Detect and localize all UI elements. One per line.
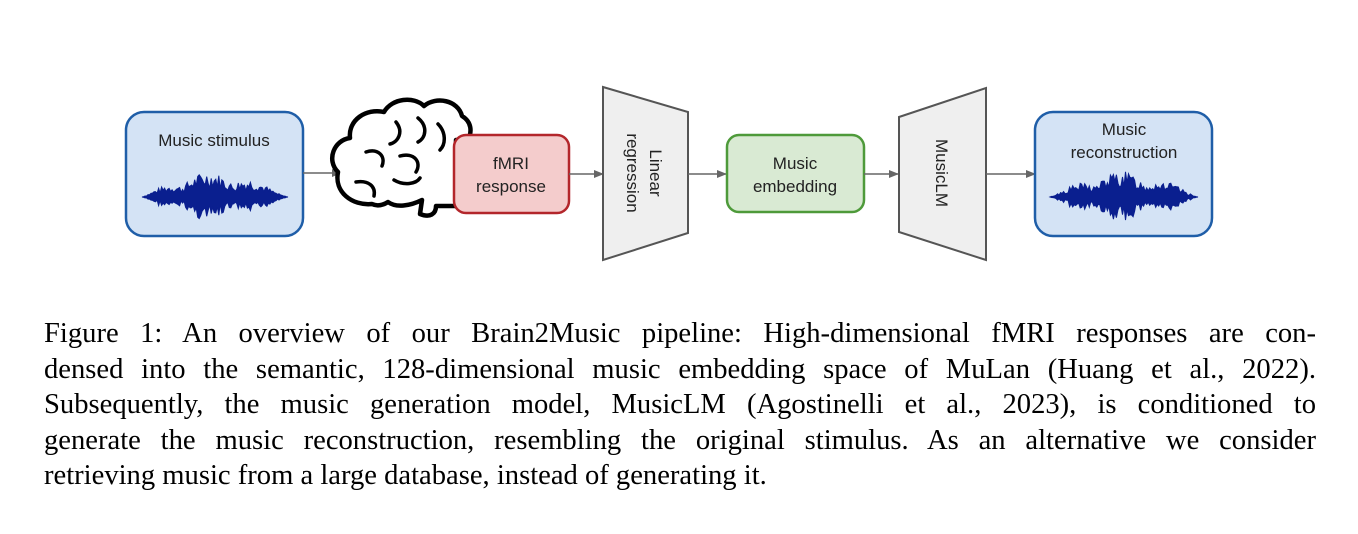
figure-caption: Figure 1: An overview of our Brain2Music… [44,316,1316,494]
fmri-response-box [452,133,571,215]
music-embedding-node: Music embedding [725,133,866,214]
caption-line: densed into the semantic, 128-dimensiona… [44,353,1316,385]
fmri-response-label-line1: fMRI [493,154,529,173]
waveform-icon [1048,171,1199,221]
musiclm-node: MusicLM [898,86,987,262]
waveform-icon [141,173,289,220]
caption-line: generate the music reconstruction, resem… [44,424,1316,456]
musiclm-label: MusicLM [932,139,951,207]
caption-line: retrieving music from a large database, … [44,460,767,491]
musiclm-trapezoid [898,86,987,262]
music-stimulus-label: Music stimulus [158,131,269,150]
music-embedding-label-line2: embedding [753,177,837,196]
caption-line: Subsequently, the music generation model… [44,389,1316,420]
music-reconstruction-label-line1: Music [1102,120,1147,139]
music-reconstruction-node: Music reconstruction [1033,110,1214,238]
fmri-response-label-line2: response [476,177,546,196]
linear-regression-node: Linear regression [602,85,689,262]
fmri-response-node: fMRI response [452,133,571,215]
linear-regression-label-line1: Linear [646,149,665,197]
brain-icon [330,97,473,218]
music-embedding-box [725,133,866,214]
music-reconstruction-label-line2: reconstruction [1071,143,1178,162]
caption-line: Figure 1: An overview of our Brain2Music… [44,318,1316,349]
music-embedding-label-line1: Music [773,154,818,173]
pipeline-diagram: Music stimulus fMRI response Linear regr… [124,85,1214,262]
linear-regression-trapezoid [602,85,689,262]
music-stimulus-node: Music stimulus [124,110,305,238]
linear-regression-label-line2: regression [623,133,642,212]
